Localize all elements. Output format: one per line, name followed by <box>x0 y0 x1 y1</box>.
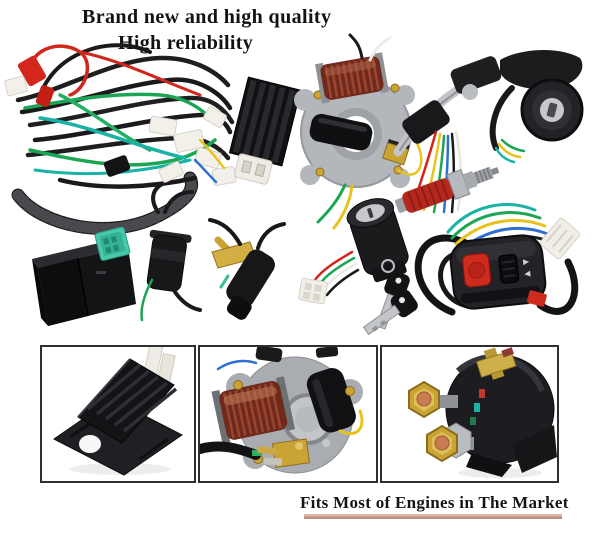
parts-collage <box>4 33 584 336</box>
stator-plate-photo <box>294 33 423 230</box>
solenoid-closeup-panel <box>380 345 559 483</box>
headline-quality: Brand new and high quality <box>82 6 332 28</box>
footer-caption: Fits Most of Engines in The Market <box>300 493 569 512</box>
cdi-box-photo <box>32 226 136 326</box>
spark-plug-photo <box>394 166 500 213</box>
ignition-key-switch-photo <box>489 49 584 164</box>
wiring-harness-photo <box>4 43 237 235</box>
stator-closeup-photo <box>200 347 364 474</box>
voltage-regulator-photo <box>228 76 302 185</box>
regulator-closeup-photo <box>53 347 183 476</box>
regulator-closeup-panel <box>40 345 196 483</box>
kill-switch-photo <box>414 203 581 316</box>
solenoid-closeup-photo <box>408 347 557 478</box>
ignition-coil-bracket-photo <box>208 218 286 320</box>
key-barrel-photo <box>298 198 418 336</box>
headline-reliability: High reliability <box>118 32 253 54</box>
footer-underline-bar <box>304 514 562 519</box>
stator-closeup-panel <box>198 345 378 483</box>
ignition-coil-photo <box>140 182 202 322</box>
